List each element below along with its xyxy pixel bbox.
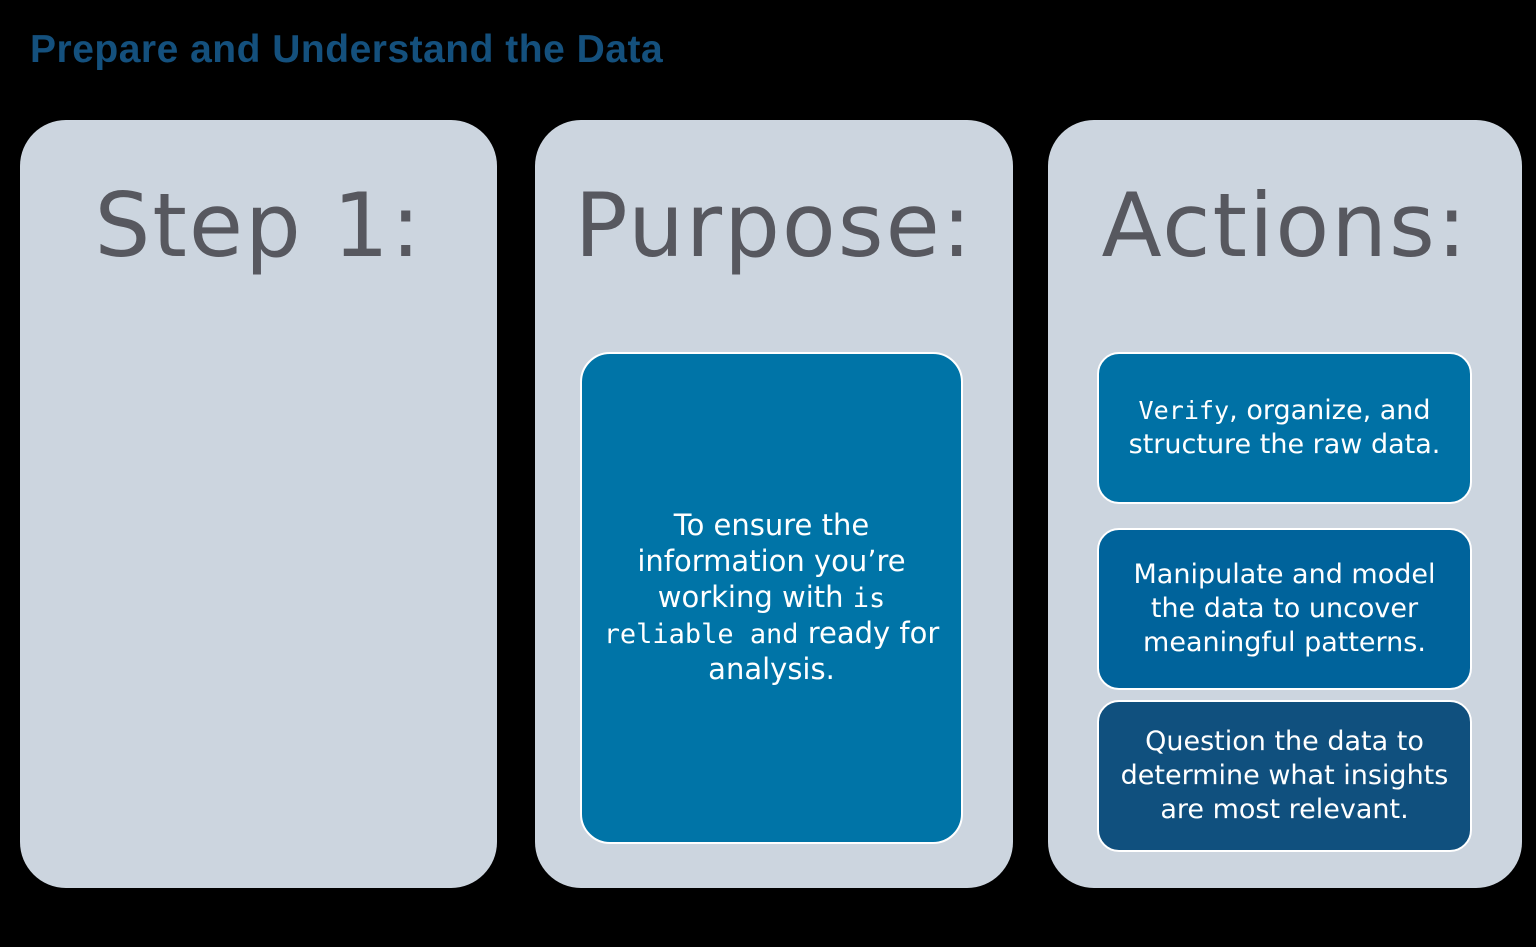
action-box-1: Verify, organize, and structure the raw …: [1097, 352, 1472, 504]
purpose-box-text: To ensure the information you’re working…: [603, 508, 940, 686]
card-actions: Actions: Verify, organize, and structure…: [1048, 120, 1522, 888]
action-box-3-text: Question the data to determine what insi…: [1120, 725, 1449, 825]
action-box-3: Question the data to determine what insi…: [1097, 700, 1472, 852]
action-box-1-text: Verify, organize, and structure the raw …: [1128, 394, 1441, 460]
page-title: Prepare and Understand the Data: [30, 28, 664, 71]
card-actions-heading: Actions:: [1101, 174, 1469, 277]
card-step: Step 1:: [20, 120, 497, 888]
card-purpose: Purpose: To ensure the information you’r…: [535, 120, 1013, 888]
action-box-2-text: Manipulate and model the data to uncover…: [1133, 558, 1436, 658]
card-step-heading: Step 1:: [94, 174, 423, 277]
purpose-box: To ensure the information you’re working…: [580, 352, 963, 844]
action-box-2: Manipulate and model the data to uncover…: [1097, 528, 1472, 690]
card-purpose-heading: Purpose:: [574, 174, 974, 277]
